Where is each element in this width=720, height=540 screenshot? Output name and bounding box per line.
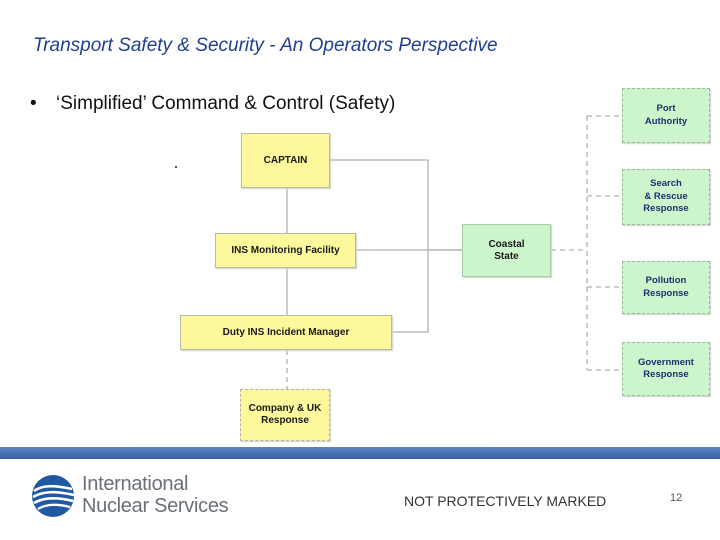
node-ins-monitoring-label: INS Monitoring Facility bbox=[231, 244, 340, 256]
node-government: Government Response bbox=[622, 342, 710, 396]
footer-org-line2: Nuclear Services bbox=[82, 495, 229, 517]
footer-marking: NOT PROTECTIVELY MARKED bbox=[404, 493, 607, 509]
node-company-uk-label: Company & UK Response bbox=[248, 403, 322, 426]
node-captain: CAPTAIN bbox=[241, 133, 330, 188]
node-search-rescue: Search & Rescue Response bbox=[622, 169, 710, 225]
node-ins-monitoring: INS Monitoring Facility bbox=[215, 233, 356, 268]
node-port-authority: Port Authority bbox=[622, 88, 710, 143]
bullet-symbol: • bbox=[30, 93, 37, 114]
node-captain-label: CAPTAIN bbox=[263, 154, 308, 166]
footer-page-number: 12 bbox=[670, 492, 683, 504]
node-company-uk: Company & UK Response bbox=[240, 389, 330, 441]
bullet-item: • ‘Simplified’ Command & Control (Safety) bbox=[30, 93, 395, 115]
node-pollution: Pollution Response bbox=[622, 261, 710, 314]
node-government-label: Government Response bbox=[638, 356, 694, 381]
stray-dot bbox=[175, 166, 177, 168]
bullet-text: ‘Simplified’ Command & Control (Safety) bbox=[56, 93, 396, 114]
node-port-authority-label: Port Authority bbox=[644, 103, 688, 127]
node-duty-manager-label: Duty INS Incident Manager bbox=[222, 326, 350, 338]
connector-manager-coastal bbox=[392, 250, 429, 333]
node-search-rescue-label: Search & Rescue Response bbox=[643, 178, 689, 215]
footer-bar bbox=[0, 447, 720, 459]
footer-org-name: International Nuclear Services bbox=[82, 473, 229, 517]
slide-title: Transport Safety & Security - An Operato… bbox=[33, 35, 498, 56]
ins-logo-icon bbox=[32, 475, 75, 517]
node-duty-manager: Duty INS Incident Manager bbox=[180, 315, 392, 350]
node-coastal-state-label: Coastal State bbox=[488, 238, 525, 262]
footer-org-line1: International bbox=[82, 473, 189, 495]
node-coastal-state: Coastal State bbox=[462, 224, 551, 277]
node-pollution-label: Pollution Response bbox=[643, 275, 689, 299]
